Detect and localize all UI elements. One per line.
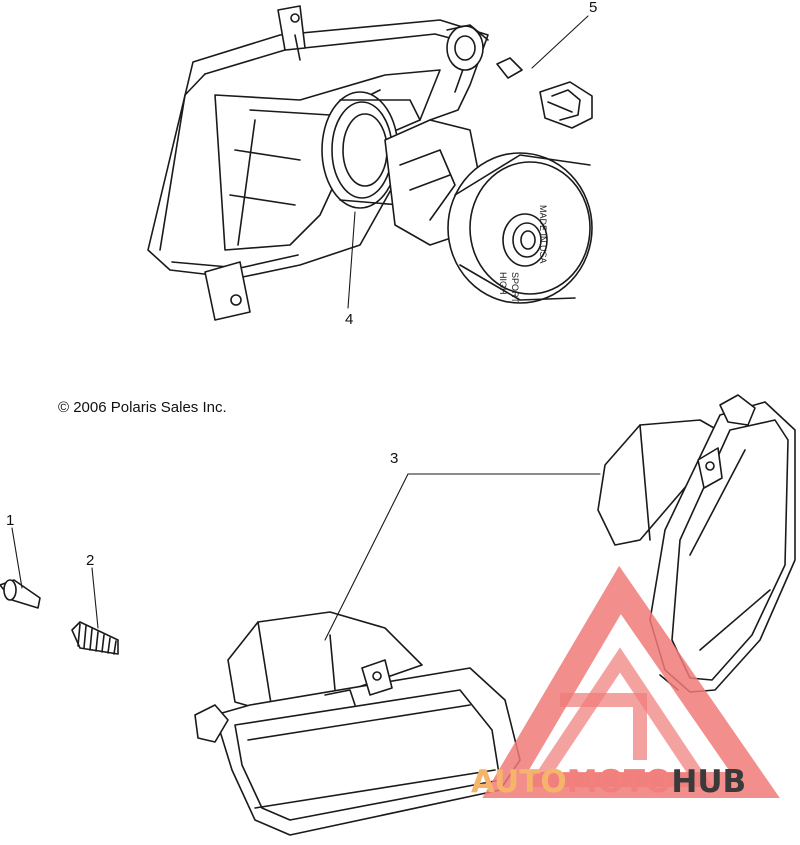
watermark-text-hub: HUB	[671, 764, 747, 800]
screw-part-1	[0, 579, 41, 609]
callout-5: 5	[589, 0, 598, 16]
watermark-text-auto: AUTO	[471, 764, 567, 800]
lens-marking-sport: SPORT	[510, 272, 520, 303]
headlight-left	[194, 611, 521, 836]
lens-marking-high: HIGH	[498, 272, 508, 295]
watermark-logo	[482, 565, 780, 798]
leader-lines	[11, 15, 601, 641]
spring-part-2	[71, 621, 119, 655]
callout-3: 3	[390, 450, 399, 467]
copyright-notice: © 2006 Polaris Sales Inc.	[58, 399, 227, 416]
lens-marking-made-in-usa: MADE IN USA	[538, 205, 548, 264]
leader-3	[324, 473, 409, 641]
leader-5	[531, 15, 589, 69]
watermark-text: AUTOMOTOHUB	[471, 764, 746, 800]
callout-2: 2	[86, 552, 95, 569]
headlight-assembly-rear: MADE IN USA SPORT HIGH	[147, 5, 593, 321]
headlight-right	[597, 394, 796, 693]
callout-4: 4	[345, 311, 354, 328]
leader-1	[11, 527, 23, 589]
leader-2	[91, 567, 99, 629]
bulb-part-5	[496, 57, 593, 129]
callout-1: 1	[6, 512, 15, 529]
watermark-text-moto: MOTO	[566, 764, 672, 800]
leader-4	[347, 211, 356, 309]
